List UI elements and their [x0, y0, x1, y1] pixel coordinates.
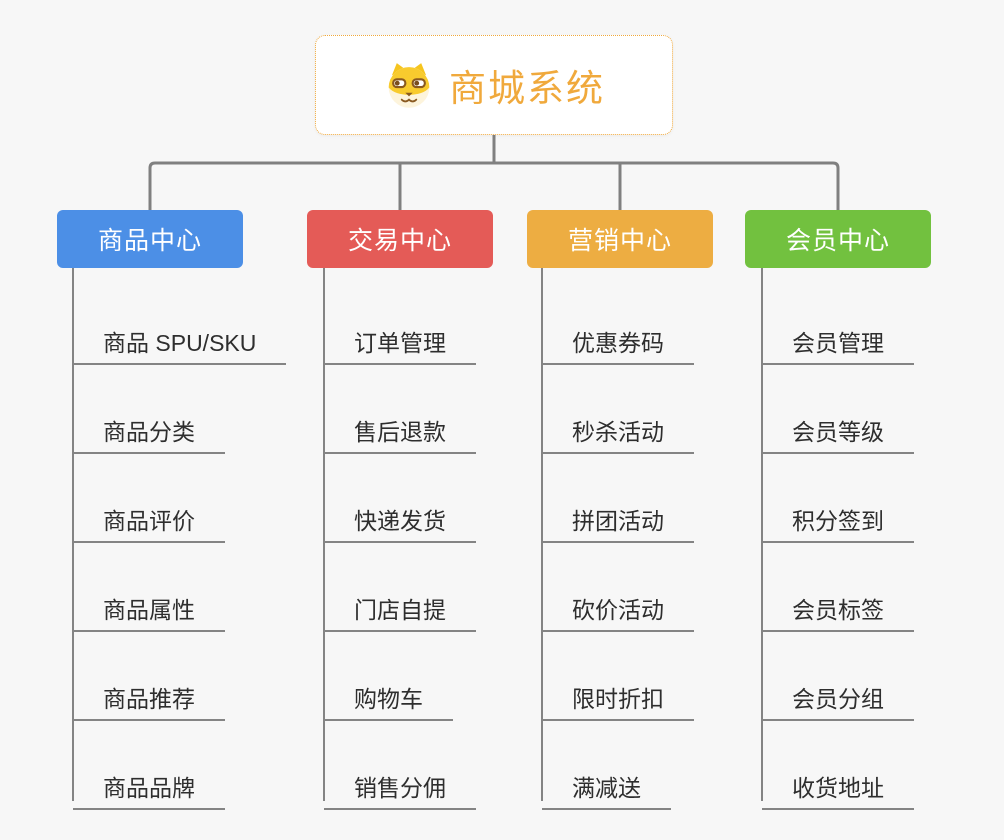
branch-header-marketing-center[interactable]: 营销中心	[527, 210, 713, 268]
leaf-node[interactable]: 商品 SPU/SKU	[73, 311, 287, 365]
leaf-node[interactable]: 快递发货	[324, 489, 476, 543]
leaf-node[interactable]: 限时折扣	[542, 667, 694, 721]
leaf-node[interactable]: 商品推荐	[73, 667, 225, 721]
leaf-node[interactable]: 商品评价	[73, 489, 225, 543]
leaf-node[interactable]: 拼团活动	[542, 489, 694, 543]
branch-header-label: 营销中心	[567, 227, 672, 255]
leaf-node[interactable]: 满减送	[542, 756, 671, 810]
leaf-node[interactable]: 秒杀活动	[542, 400, 694, 454]
leaf-node[interactable]: 门店自提	[324, 578, 476, 632]
root-title: 商城系统	[449, 68, 605, 109]
leaf-node[interactable]: 优惠券码	[542, 311, 694, 365]
leaf-node[interactable]: 会员分组	[762, 667, 914, 721]
branch-bus-line	[148, 161, 840, 210]
branch-header-label: 商品中心	[97, 227, 202, 255]
leaf-node[interactable]: 购物车	[324, 667, 453, 721]
leaf-node[interactable]: 会员管理	[762, 311, 914, 365]
leaf-node[interactable]: 会员等级	[762, 400, 914, 454]
leaf-node[interactable]: 商品分类	[73, 400, 225, 454]
branch-header-label: 交易中心	[347, 227, 452, 255]
leaf-node[interactable]: 售后退款	[324, 400, 476, 454]
leaf-node[interactable]: 商品属性	[73, 578, 225, 632]
leaf-node[interactable]: 订单管理	[324, 311, 476, 365]
leaf-node[interactable]: 收货地址	[762, 756, 914, 810]
branch-header-member-center[interactable]: 会员中心	[745, 210, 931, 268]
root-node[interactable]: 商城系统	[315, 35, 673, 135]
leaf-node[interactable]: 会员标签	[762, 578, 914, 632]
branch-header-product-center[interactable]: 商品中心	[57, 210, 243, 268]
leaf-node[interactable]: 销售分佣	[324, 756, 476, 810]
leaf-node[interactable]: 积分签到	[762, 489, 914, 543]
branch-header-trade-center[interactable]: 交易中心	[307, 210, 493, 268]
shiba-dog-icon	[388, 63, 430, 108]
leaf-node[interactable]: 砍价活动	[542, 578, 694, 632]
branch-header-label: 会员中心	[785, 227, 890, 255]
leaf-node[interactable]: 商品品牌	[73, 756, 225, 810]
